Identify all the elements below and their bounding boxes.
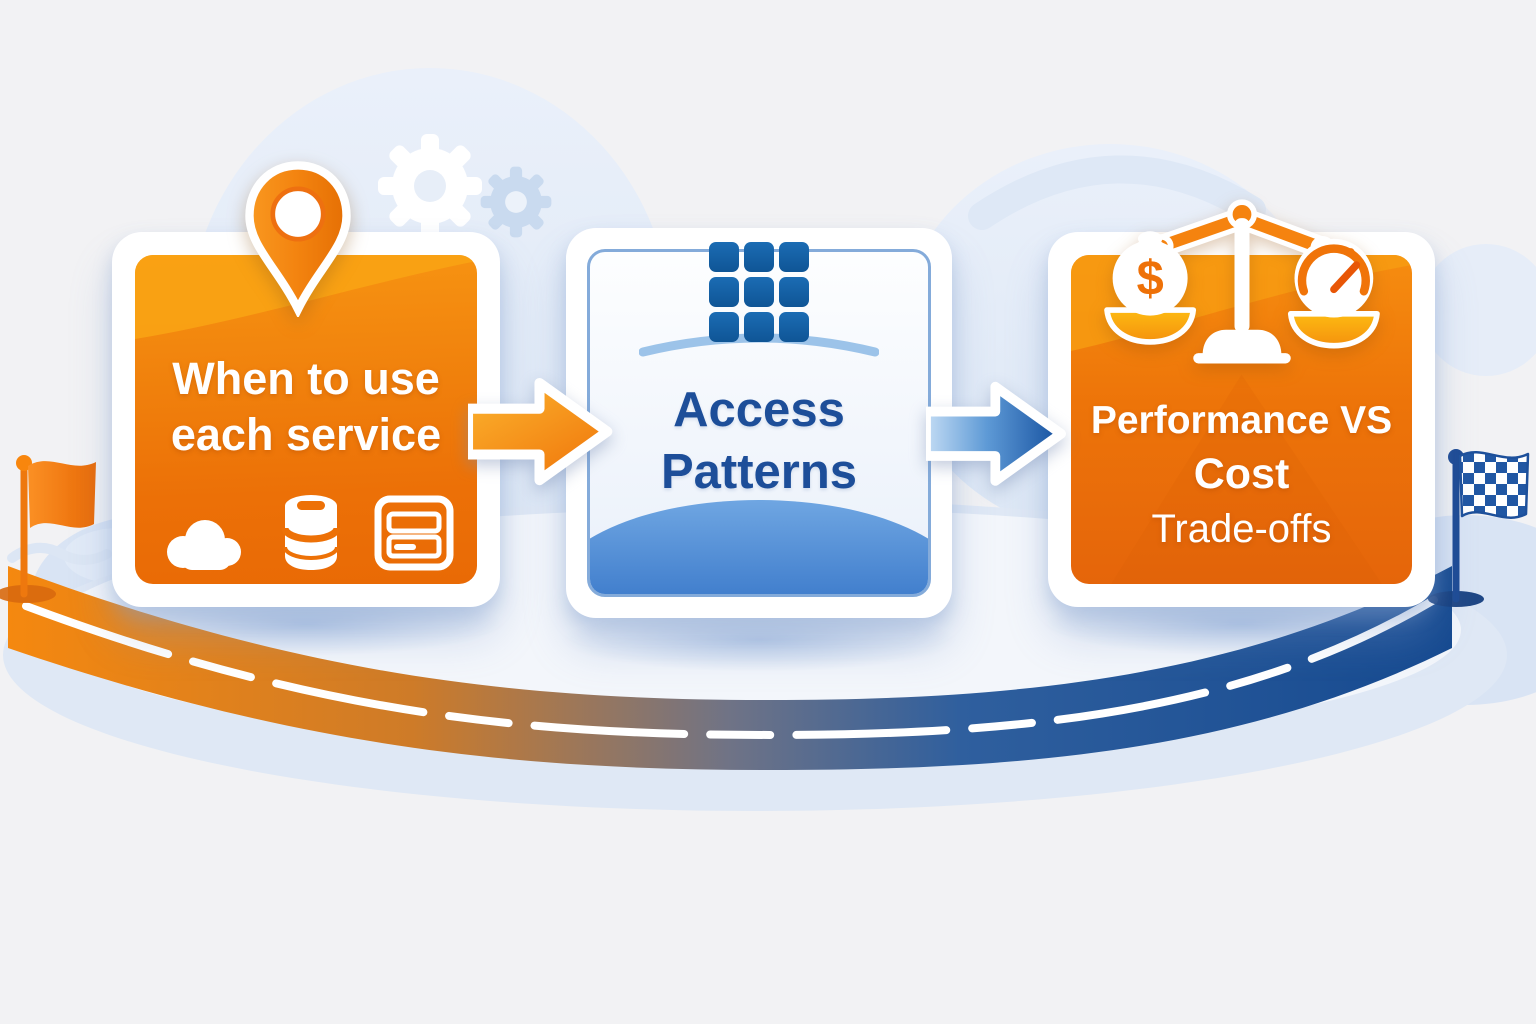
title-line: each service bbox=[170, 408, 442, 460]
money-bag-icon: $ bbox=[1103, 231, 1196, 345]
database-icon bbox=[281, 495, 341, 570]
panel-access-patterns: Access Patterns bbox=[566, 228, 952, 618]
title-line: Patterns bbox=[660, 444, 858, 499]
speedometer-icon bbox=[1287, 238, 1380, 349]
title-line: Cost bbox=[1193, 450, 1290, 499]
title-line: When to use bbox=[172, 353, 440, 404]
title-line: Trade-offs bbox=[1151, 507, 1332, 552]
panel-shadow bbox=[561, 608, 957, 672]
cloud-icon bbox=[167, 520, 241, 570]
road-center-line bbox=[22, 596, 1438, 740]
gear-icon bbox=[480, 166, 552, 238]
server-card-icon bbox=[374, 495, 454, 571]
title-line: Access bbox=[673, 383, 845, 437]
panel-access-patterns-body: Access Patterns bbox=[587, 249, 931, 597]
panel-when-to-use: When to use each service bbox=[112, 161, 500, 607]
panel-title: Access Patterns bbox=[590, 380, 928, 503]
mountain-shade bbox=[1111, 374, 1382, 584]
blue-dome bbox=[590, 500, 928, 594]
balance-scale-icon: $ bbox=[1103, 199, 1380, 364]
panel-title: When to use each service bbox=[135, 351, 477, 463]
gear-icon bbox=[378, 134, 482, 238]
panel-when-to-use-body: When to use each service bbox=[135, 255, 477, 584]
title-line: Performance VS bbox=[1090, 399, 1393, 442]
panel-title: Performance VS Cost Trade-offs bbox=[1071, 395, 1412, 556]
service-icons-row bbox=[135, 490, 477, 572]
checkered-flag-icon bbox=[1428, 449, 1530, 607]
arrow-right-icon bbox=[468, 377, 613, 486]
orange-flag-icon bbox=[0, 455, 96, 603]
dollar-glyph: $ bbox=[1136, 252, 1163, 306]
cloud-shape bbox=[1420, 244, 1536, 376]
panel-performance-cost: Performance VS Cost Trade-offs bbox=[1048, 199, 1435, 607]
location-pin-icon bbox=[245, 161, 351, 317]
swoosh-cloud bbox=[968, 155, 1266, 230]
grid-icon bbox=[709, 242, 809, 342]
arrow-right-icon bbox=[926, 381, 1066, 486]
